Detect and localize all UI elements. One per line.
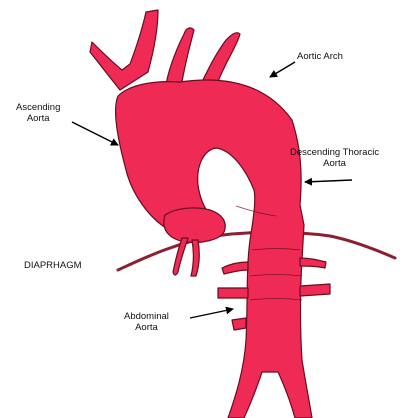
descending-aorta-arrow bbox=[305, 180, 352, 182]
descending-thoracic-aorta-label: Descending Thoracic Aorta bbox=[290, 147, 379, 169]
abdominal-aorta-label: Abdominal Aorta bbox=[124, 311, 169, 333]
aortic-root bbox=[164, 208, 225, 243]
aortic-arch-arrow bbox=[270, 62, 295, 77]
aortic-arch-label: Aortic Arch bbox=[297, 51, 343, 62]
diaphragm-label: DIAPRHAGM bbox=[24, 260, 82, 271]
intercostal-branch-right bbox=[300, 258, 326, 268]
intercostal-branch-left bbox=[222, 262, 248, 274]
ascending-aorta-arrow bbox=[72, 122, 118, 145]
mesenteric-branch bbox=[232, 318, 246, 330]
ascending-aorta-label: Ascending Aorta bbox=[16, 102, 60, 124]
coronary-vessel-right bbox=[191, 240, 199, 276]
renal-branch-left bbox=[218, 288, 248, 298]
brachiocephalic-branch bbox=[90, 10, 158, 90]
coronary-vessel-left bbox=[173, 238, 188, 275]
abdominal-aorta-arrow bbox=[190, 309, 233, 318]
renal-branch-right bbox=[300, 284, 330, 296]
